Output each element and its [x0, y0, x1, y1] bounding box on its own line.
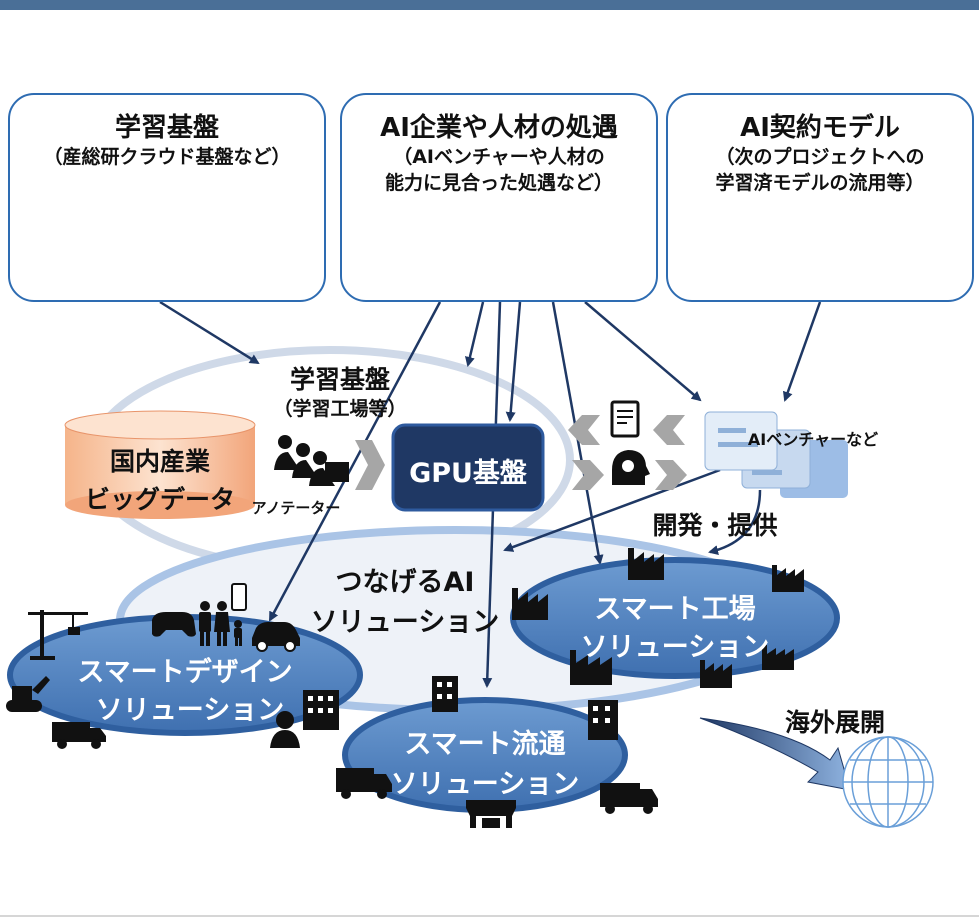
family-icon: [199, 583, 247, 646]
arrow-infra: [159, 300, 260, 365]
worker-icon: [270, 711, 300, 748]
talent-sub-1: （AIベンチャーや人材の: [393, 146, 605, 168]
building-icon: [303, 676, 618, 740]
gear-head-icon: [612, 450, 650, 485]
connect-label-1: つなげるAI: [335, 567, 475, 598]
arrow-talent-2: [464, 301, 485, 367]
arrow-dev-factory: [708, 489, 762, 555]
learning-infra-sub: （産総研クラウド基盤など）: [43, 146, 291, 168]
bigdata-label-2: ビッグデータ: [84, 485, 235, 514]
arrow-contract: [782, 301, 822, 402]
contract-title: AI契約モデル: [740, 113, 900, 143]
crane-icon: [28, 610, 88, 660]
excavator-icon: [6, 676, 50, 712]
bottom-divider: [0, 915, 979, 917]
flow-arrow-3: [655, 460, 687, 490]
contract-sub-2: 学習済モデルの流用等）: [715, 172, 925, 194]
bigdata-label-1: 国内産業: [109, 447, 210, 476]
factory-label-1: スマート工場: [594, 594, 756, 625]
truck-icon: [52, 722, 658, 814]
annotator-icon: [274, 435, 349, 486]
store-icon: [466, 800, 516, 828]
gamepad-icon: [152, 612, 196, 637]
connect-label-2: ソリューション: [310, 607, 500, 638]
contract-box: AI契約モデル （次のプロジェクトへの 学習済モデルの流用等）: [666, 93, 974, 302]
small-contract-icon: [610, 400, 640, 438]
factory-icon: [512, 548, 804, 688]
talent-box: AI企業や人材の処遇 （AIベンチャーや人材の 能力に見合った処遇など）: [340, 93, 658, 302]
globe-icon: [842, 736, 934, 828]
factory-label-2: ソリューション: [580, 632, 770, 663]
learning-center-title: 学習基盤: [289, 365, 390, 394]
flow-arrow-4: [568, 415, 600, 445]
learning-infra-box: 学習基盤 （産総研クラウド基盤など）: [8, 93, 326, 302]
learning-infra-title: 学習基盤: [114, 113, 219, 143]
learning-center-sub: （学習工場等）: [273, 398, 407, 420]
arrow-venture-connect: [503, 468, 721, 552]
arrow-talent-1: [268, 301, 442, 622]
annotator-label: アノテーター: [251, 499, 341, 517]
car-icon: [252, 622, 300, 652]
gpu-label: GPU基盤: [409, 458, 527, 489]
design-label-2: ソリューション: [95, 695, 285, 726]
logistics-label-2: ソリューション: [390, 769, 580, 800]
gpu-box: [391, 423, 545, 512]
bigdata-cylinder: [64, 410, 256, 519]
overseas-label: 海外展開: [784, 708, 885, 737]
contract-sub-1: （次のプロジェクトへの: [715, 146, 925, 168]
logistics-label-1: スマート流通: [404, 729, 566, 760]
dev-label: 開発・提供: [652, 511, 778, 540]
flow-arrow-2: [572, 460, 604, 490]
arrow-talent-3: [505, 301, 522, 422]
venture-label: AIベンチャーなど: [747, 430, 879, 449]
venture-documents-icon: [704, 411, 848, 498]
flow-arrow-1: [355, 440, 385, 490]
talent-title: AI企業や人材の処遇: [380, 113, 618, 143]
arrow-talent-6: [584, 301, 702, 402]
top-banner: [0, 0, 979, 10]
design-label-1: スマートデザイン: [77, 657, 293, 688]
flow-arrow-5: [653, 415, 685, 445]
talent-sub-2: 能力に見合った処遇など）: [384, 172, 613, 194]
